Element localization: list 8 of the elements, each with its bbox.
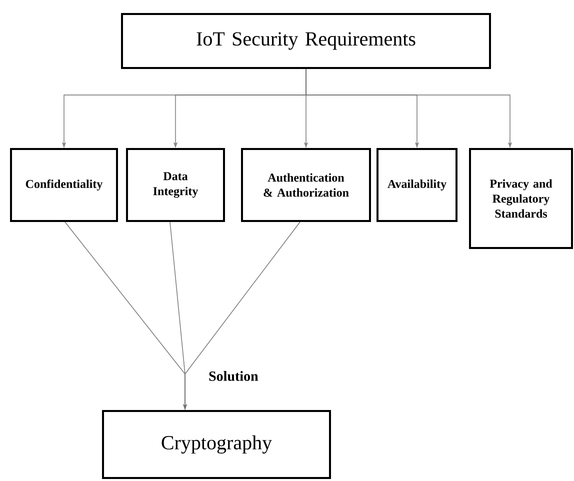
title-box: IoT Security Requirements bbox=[121, 13, 491, 69]
solution-box: Cryptography bbox=[102, 410, 331, 479]
requirement-box: Data Integrity bbox=[126, 148, 225, 222]
requirement-box: Privacy and Regulatory Standards bbox=[469, 148, 573, 249]
requirement-box: Availability bbox=[376, 148, 458, 222]
annotation-text: Solution bbox=[209, 371, 258, 381]
requirement-box: Confidentiality bbox=[10, 148, 118, 222]
requirement-box: Authentication & Authorization bbox=[241, 148, 371, 222]
